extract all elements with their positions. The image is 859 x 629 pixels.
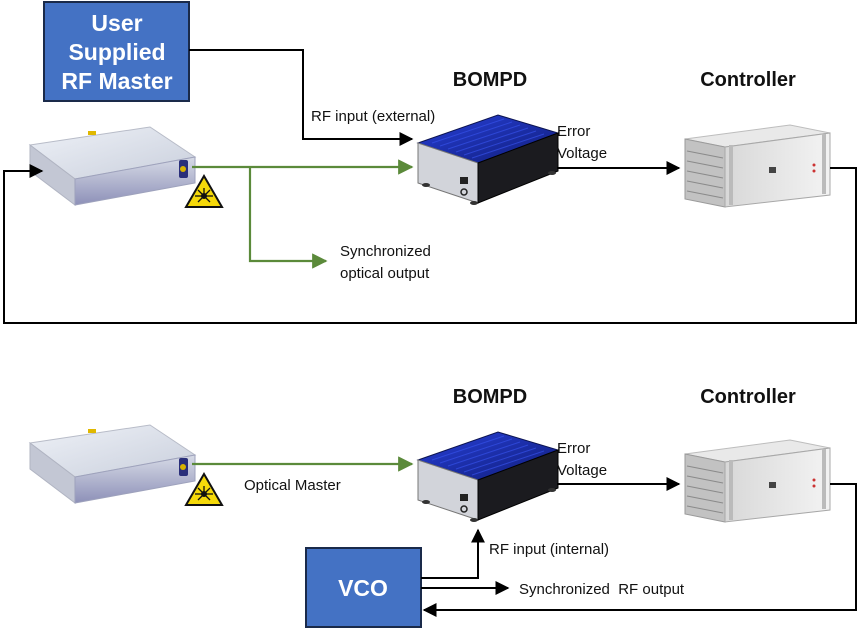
controller-title-bottom: Controller bbox=[700, 386, 796, 408]
error-voltage-bottom-line1: Error bbox=[557, 440, 590, 457]
optical-master-label: Optical Master bbox=[244, 477, 341, 494]
bompd-title-top: BOMPD bbox=[453, 69, 527, 91]
error-voltage-top-line1: Error bbox=[557, 123, 590, 140]
sync-optical-label-line2: optical output bbox=[340, 265, 430, 282]
vco-box bbox=[305, 547, 422, 628]
rf-input-external-label: RF input (external) bbox=[311, 108, 435, 125]
bottom-diagram: BOMPD Controller Optical Master Error Vo… bbox=[29, 386, 857, 628]
bompd-device-icon bbox=[417, 431, 559, 523]
laser-source-icon bbox=[29, 126, 196, 206]
rf-input-internal-label: RF input (internal) bbox=[489, 541, 609, 558]
rf-master-line3: RF Master bbox=[61, 68, 172, 94]
error-voltage-top-line2: Voltage bbox=[557, 145, 607, 162]
controller-title-top: Controller bbox=[700, 69, 796, 91]
sync-optical-connector bbox=[248, 167, 328, 269]
vco-label: VCO bbox=[338, 575, 388, 601]
rack-controller-icon bbox=[684, 439, 831, 523]
feedback-loop-bottom bbox=[422, 483, 857, 617]
bompd-title-bottom: BOMPD bbox=[453, 386, 527, 408]
rf-internal-connector bbox=[421, 528, 485, 579]
rf-master-box bbox=[43, 1, 190, 102]
error-voltage-bottom-line2: Voltage bbox=[557, 462, 607, 479]
feedback-loop-top bbox=[3, 164, 857, 324]
rf-master-line1: User bbox=[91, 10, 142, 36]
rf-master-line2: Supplied bbox=[68, 39, 165, 65]
sync-optical-label-line1: Synchronized bbox=[340, 243, 431, 260]
rf-external-connector bbox=[189, 49, 414, 146]
sync-rf-output-label: Synchronized RF output bbox=[519, 581, 685, 598]
top-diagram: User Supplied RF Master RF input (extern… bbox=[3, 1, 857, 324]
rack-controller-icon bbox=[684, 124, 831, 208]
bompd-device-icon bbox=[417, 114, 559, 206]
laser-source-icon bbox=[29, 424, 196, 504]
